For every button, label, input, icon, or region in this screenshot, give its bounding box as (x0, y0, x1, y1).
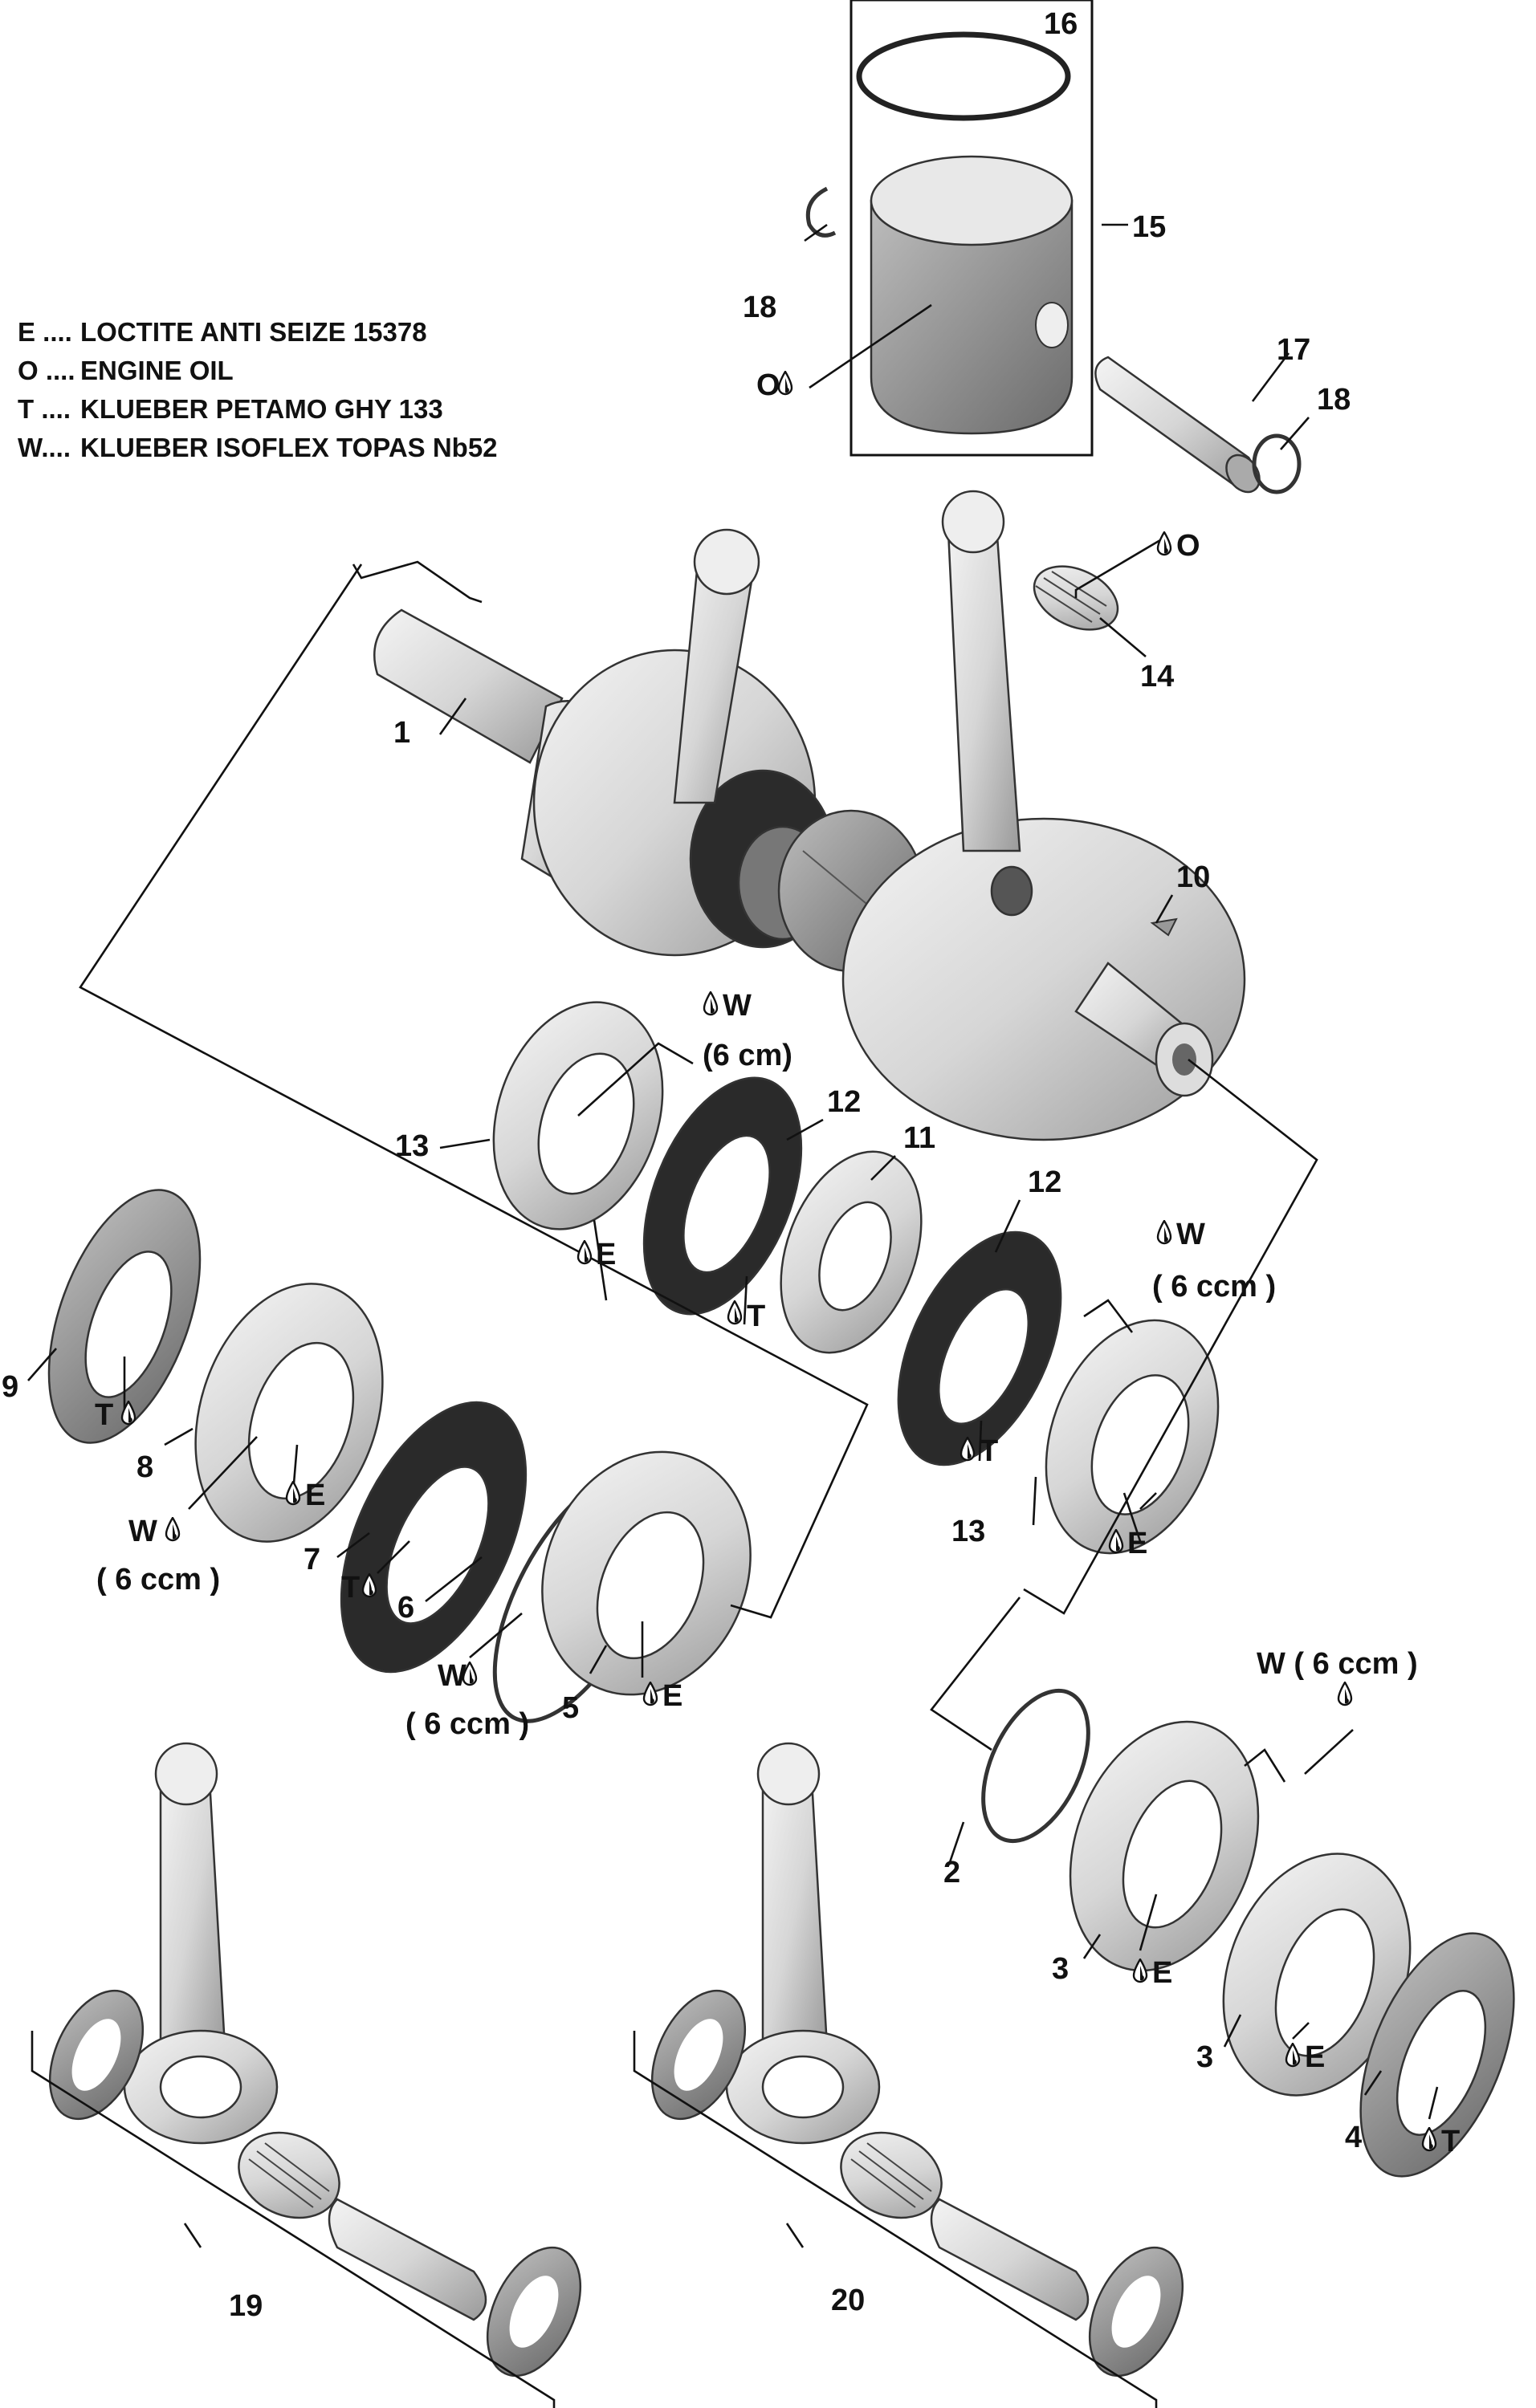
callout-15: 15 (1132, 210, 1166, 244)
lube-t-12b: T (980, 1434, 998, 1468)
leader-lines (27, 223, 1439, 2248)
callout-6: 6 (397, 1591, 414, 1625)
seal-9 (47, 1189, 202, 1444)
callout-12a: 12 (827, 1085, 861, 1119)
lube-t-9: T (95, 1398, 113, 1432)
callout-20: 20 (831, 2284, 865, 2317)
lube-o-pin: O (1176, 529, 1200, 563)
bearing-5 (541, 1450, 752, 1696)
lube-w-8-volume: ( 6 ccm ) (96, 1563, 220, 1597)
callout-9: 9 (2, 1370, 18, 1404)
lube-t-12a: T (747, 1300, 765, 1333)
seal-4 (1359, 1932, 1515, 2178)
conrod-kit-20 (633, 1742, 1184, 2408)
callout-5: 5 (562, 1691, 579, 1725)
legend-code-w: W.... (18, 433, 71, 462)
piston-ring (856, 31, 1071, 121)
lube-e-3b: E (1305, 2040, 1325, 2074)
seal-12-lower (897, 1230, 1062, 1466)
callout-13b: 13 (951, 1515, 985, 1548)
legend-text-w: KLUEBER ISOFLEX TOPAS Nb52 (80, 433, 498, 462)
conrod-kit-19 (31, 1742, 582, 2408)
callout-4: 4 (1345, 2121, 1362, 2154)
callout-2: 2 (943, 1856, 960, 1889)
drop-icon (1156, 531, 1172, 556)
lube-o-piston: O (756, 368, 780, 402)
callout-3a: 3 (1052, 1952, 1069, 1986)
part-callouts: 1 2 3 3 4 5 6 7 8 9 10 11 12 12 13 13 14… (2, 7, 1362, 2323)
callout-1: 1 (393, 716, 410, 750)
lube-t-7: T (341, 1571, 360, 1605)
callout-8: 8 (136, 1450, 153, 1484)
lube-e-13a: E (596, 1238, 616, 1271)
drop-icon (703, 991, 719, 1016)
piston-kit-box (849, 0, 1094, 457)
gear-11 (780, 1150, 923, 1354)
drop-icon (165, 1517, 181, 1542)
piston (870, 155, 1074, 435)
piston-group (805, 0, 1094, 457)
seal-12-upper (642, 1076, 803, 1316)
legend-text-o: ENGINE OIL (80, 356, 234, 385)
drop-icon (1337, 1682, 1353, 1706)
drop-icon (577, 1240, 593, 1265)
callout-17: 17 (1277, 333, 1310, 367)
seal-7 (340, 1401, 528, 1674)
bearing-3-upper (1069, 1720, 1260, 1972)
callout-14: 14 (1140, 660, 1174, 694)
drop-icon (777, 371, 793, 396)
lube-w-3-volume: W ( 6 ccm ) (1257, 1647, 1418, 1681)
ring-2 (981, 1688, 1090, 1844)
lubricant-labels: O O W (6 cm) E T W ( 6 ccm ) T E T W ( 6… (95, 368, 1460, 2158)
callout-11: 11 (903, 1121, 935, 1155)
lube-w-top: W (723, 989, 752, 1023)
bearing-3-lower (1222, 1853, 1412, 2097)
lube-w-top-volume: (6 cm) (703, 1039, 792, 1072)
lube-w-6: W (438, 1659, 467, 1693)
drop-icon (727, 1300, 743, 1325)
callout-3b: 3 (1196, 2040, 1213, 2074)
lube-w-8: W (128, 1515, 157, 1548)
lube-w-6-volume: ( 6 ccm ) (405, 1707, 529, 1741)
circlip-right (1252, 433, 1302, 494)
bearing-8 (194, 1283, 384, 1543)
legend-text-t: KLUEBER PETAMO GHY 133 (80, 394, 443, 424)
lubricant-legend: E .... LOCTITE ANTI SEIZE 15378 O .... E… (18, 317, 498, 462)
drop-icon (1156, 1220, 1172, 1245)
callout-10: 10 (1176, 860, 1210, 894)
callout-16: 16 (1044, 7, 1078, 41)
bearing-13-lower (1045, 1319, 1220, 1555)
callout-12b: 12 (1028, 1165, 1061, 1199)
circlip-left (805, 186, 837, 238)
callout-18a: 18 (743, 291, 776, 324)
piston-pin (1094, 356, 1261, 494)
assembly-brackets (79, 560, 1318, 1783)
lube-w-right: W (1176, 1218, 1205, 1251)
lube-t-4: T (1441, 2125, 1460, 2158)
callout-13a: 13 (395, 1129, 429, 1163)
crankshaft-assembly (373, 490, 1246, 1141)
lube-e-3a: E (1152, 1956, 1172, 1990)
lube-w-right-volume: ( 6 ccm ) (1152, 1270, 1276, 1304)
lube-e-5: E (662, 1679, 682, 1713)
legend-code-e: E .... (18, 317, 72, 347)
callout-19: 19 (229, 2289, 263, 2323)
lube-e-8: E (305, 1479, 325, 1512)
legend-text-e: LOCTITE ANTI SEIZE 15378 (80, 317, 427, 347)
callout-7: 7 (304, 1543, 320, 1576)
callout-18b: 18 (1317, 383, 1351, 417)
legend-code-t: T .... (18, 394, 71, 424)
lube-e-13b: E (1127, 1527, 1147, 1560)
legend-code-o: O .... (18, 356, 75, 385)
